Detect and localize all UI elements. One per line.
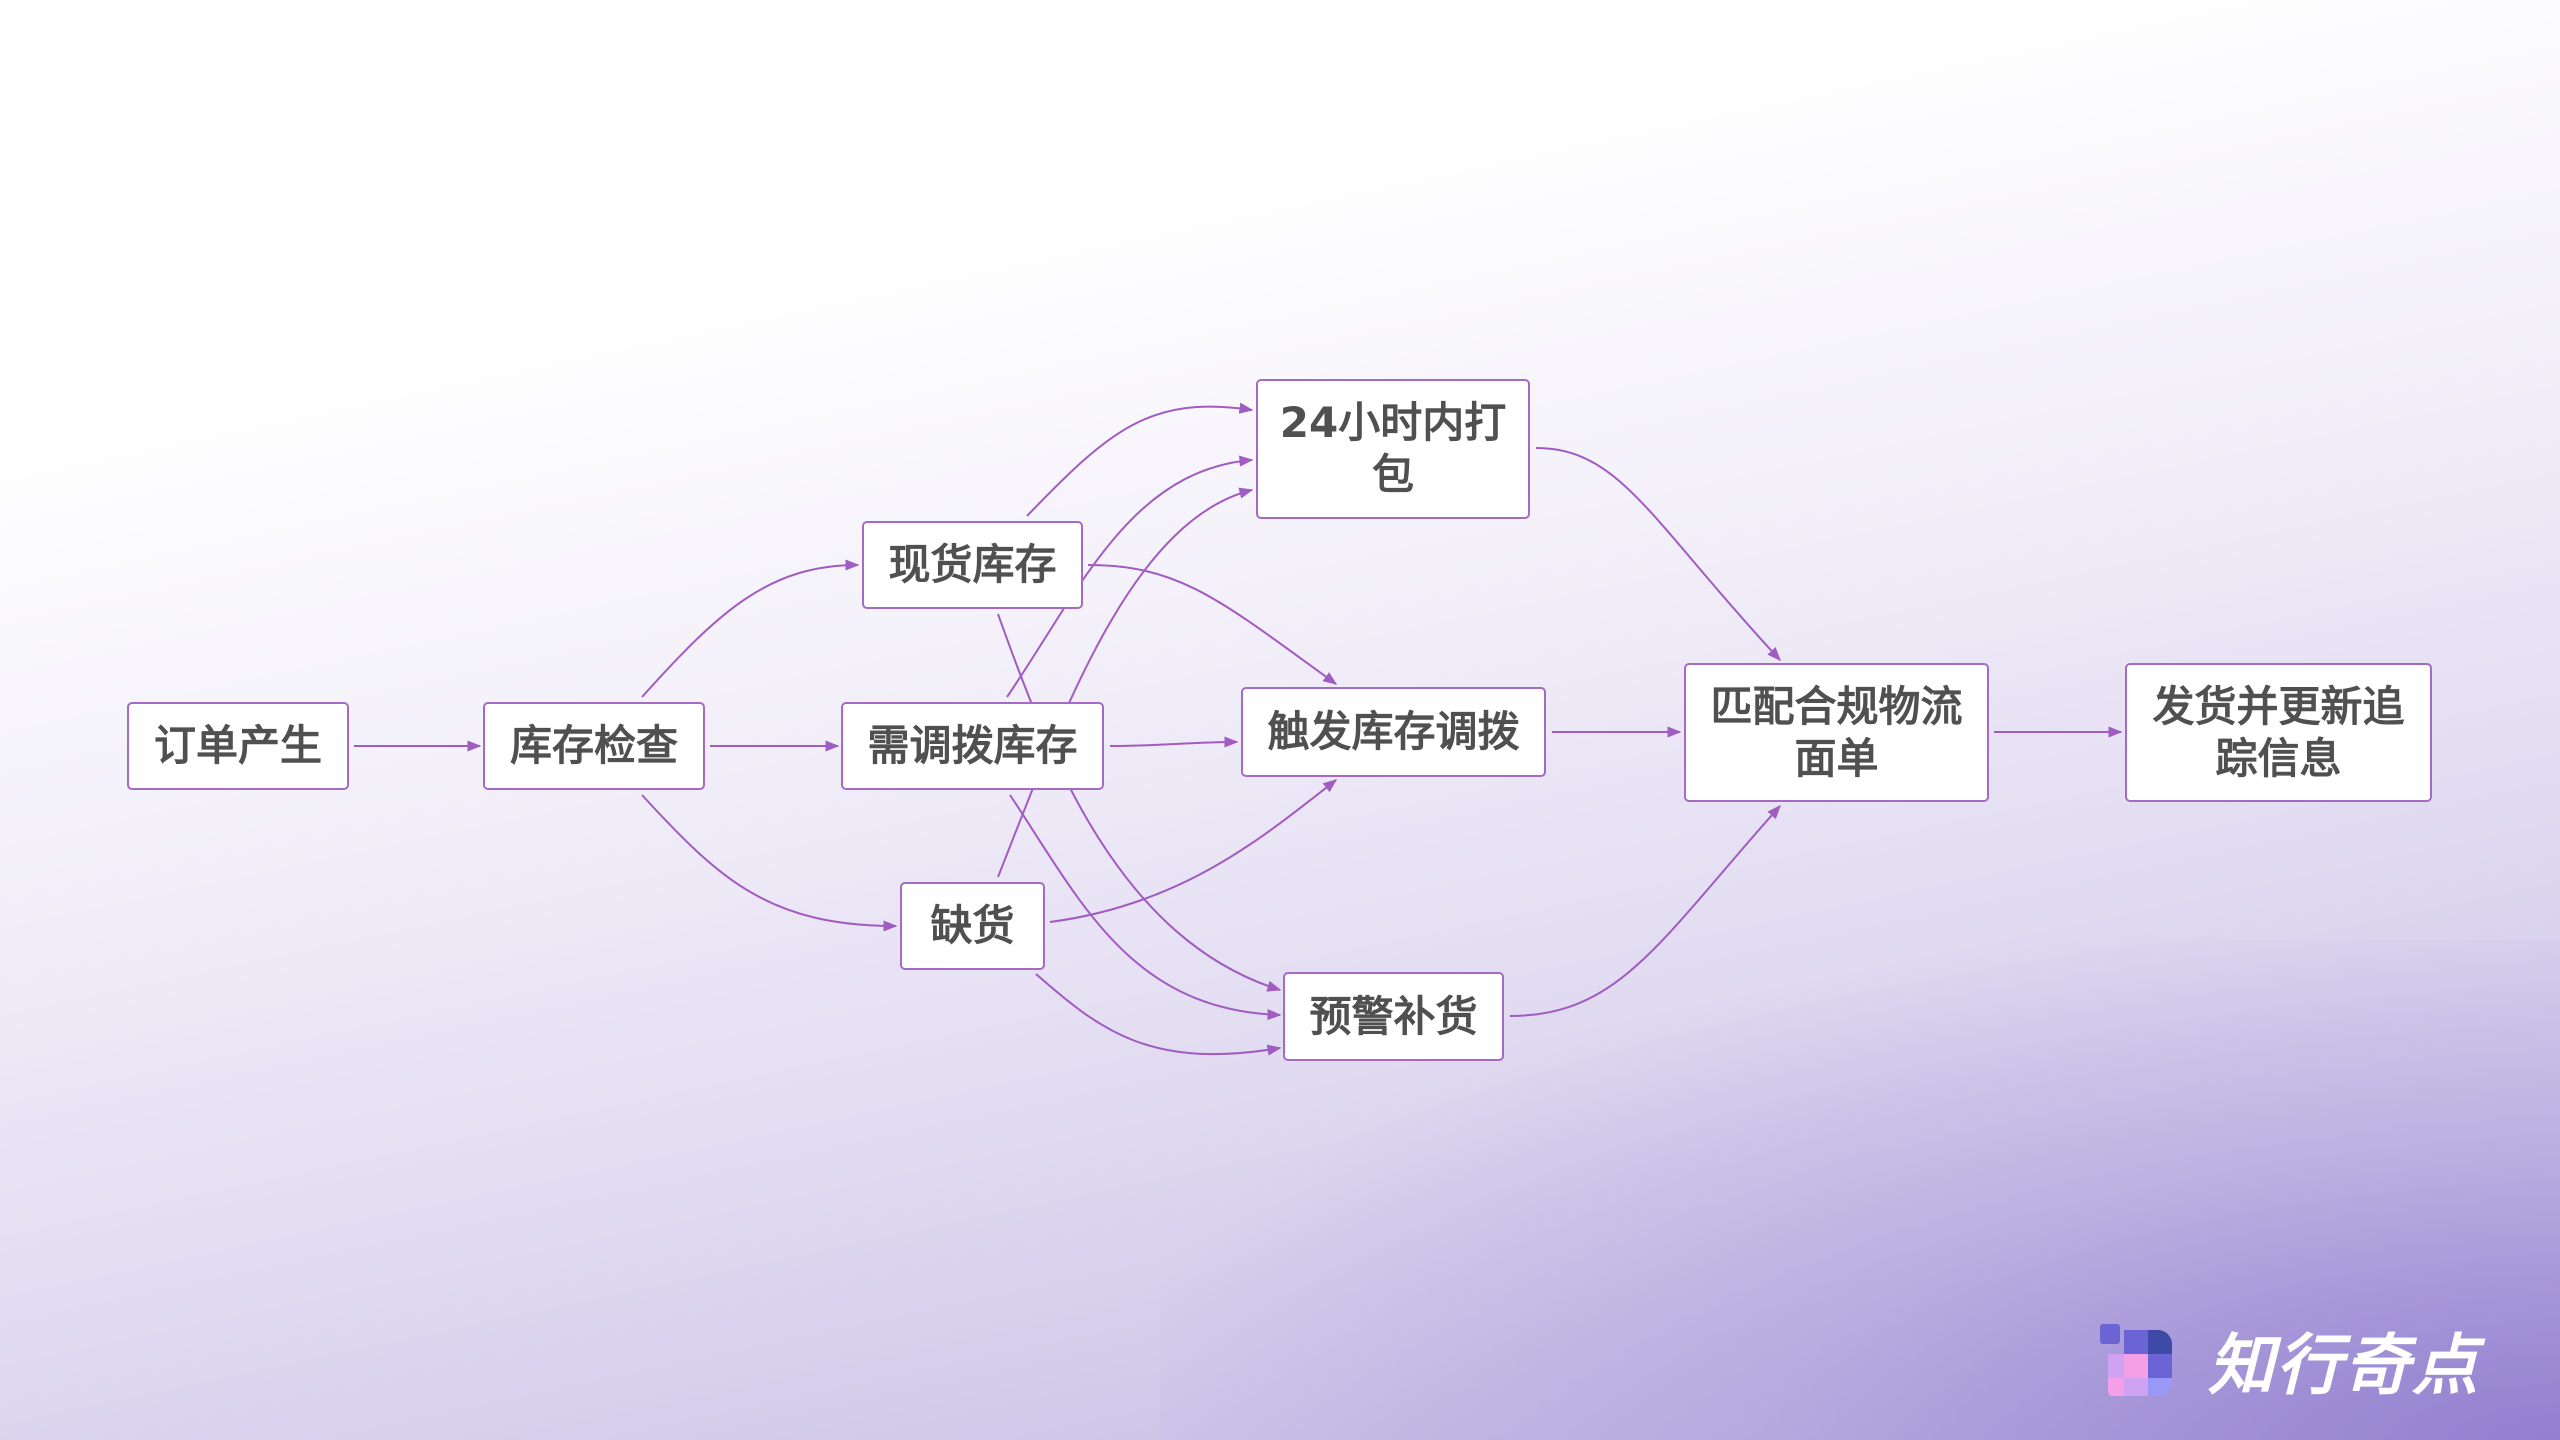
edge-restock-match [1509,804,1781,1017]
edge-transfer-trigger [1109,736,1239,748]
edge-outofstock-trigger [1049,779,1338,923]
edge-instock-trigger [1087,564,1338,685]
node-label: 缺货 [930,901,1015,950]
node-match-waybill: 匹配合规物流面单 [1684,663,1989,802]
node-label: 现货库存 [888,540,1057,589]
node-transfer-needed: 需调拨库存 [841,702,1104,790]
edge-outofstock-restock [1035,973,1282,1056]
node-label: 匹配合规物流面单 [1710,681,1963,783]
node-label: 需调拨库存 [867,721,1078,770]
edge-instock-pack24 [1026,402,1254,517]
edge-transfer-pack24 [1006,455,1254,698]
node-in-stock: 现货库存 [862,521,1083,609]
brand-name: 知行奇点 [2208,1327,2480,1404]
node-label: 预警补货 [1309,991,1478,1041]
node-label: 触发库存调拨 [1267,707,1520,756]
edge-pack24-match [1535,447,1781,662]
node-pack-24h: 24小时内打包 [1256,379,1530,519]
node-order-created: 订单产生 [127,702,349,790]
node-label: 订单产生 [153,721,322,770]
edge-outofstock-pack24 [997,487,1254,878]
node-label: 库存检查 [509,721,678,770]
edge-check-instock [641,559,860,698]
node-inventory-check: 库存检查 [483,702,705,790]
brand-mosaic-icon [2100,1324,2172,1396]
brand-logo: 知行奇点 [2100,1312,2480,1408]
node-out-of-stock: 缺货 [900,882,1045,970]
node-restock-alert: 预警补货 [1283,972,1504,1061]
edge-transfer-restock [1009,794,1282,1021]
node-label: 发货并更新追踪信息 [2152,681,2405,783]
node-label: 24小时内打包 [1279,398,1507,499]
node-ship-and-update: 发货并更新追踪信息 [2125,663,2432,802]
edge-check-outofstock [641,794,898,932]
node-trigger-transfer: 触发库存调拨 [1241,687,1546,777]
